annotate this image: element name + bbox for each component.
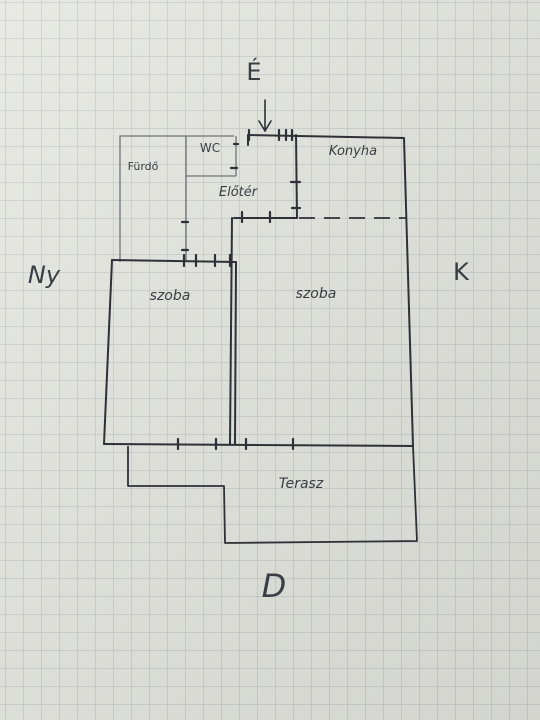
bathroom-wc-outline: [119, 135, 237, 262]
compass-north-label: É: [246, 57, 261, 86]
compass-south-label: D: [262, 567, 287, 605]
room-label-bathroom: Fürdő: [128, 160, 159, 173]
room-label-room-left: szoba: [150, 288, 191, 304]
room-label-room-right: szoba: [296, 286, 337, 302]
walls: [103, 134, 414, 447]
compass-west-label: Ny: [28, 261, 61, 289]
room-label-kitchen: Konyha: [329, 144, 377, 159]
entrance-arrow-icon: [258, 99, 272, 133]
door-tick-marks: [176, 128, 302, 451]
room-label-terrace: Terasz: [279, 476, 324, 492]
room-label-wc: WC: [200, 141, 220, 155]
terrace-outline: [127, 445, 418, 544]
room-label-hallway: Előtér: [219, 185, 259, 200]
compass-east-label: K: [453, 258, 470, 286]
